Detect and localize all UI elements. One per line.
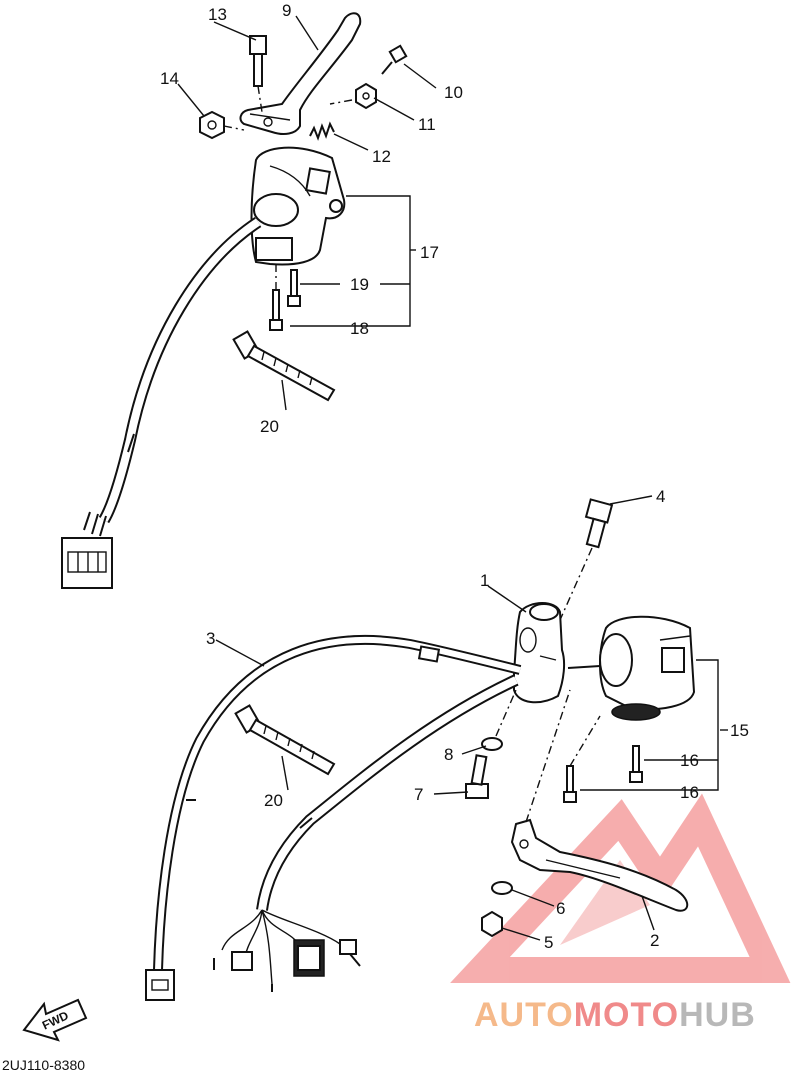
lever-part-9 [239, 12, 362, 135]
label-1: 1 [480, 571, 489, 590]
nut-part-14 [199, 110, 225, 140]
forward-arrow-icon [22, 998, 88, 1042]
label-10: 10 [444, 83, 463, 102]
bolt-part-13 [249, 35, 267, 87]
nut-part-11 [355, 82, 377, 110]
drawing-code: 2UJ110-8380 [2, 1057, 85, 1073]
label-18: 18 [350, 319, 369, 338]
screw-part-18 [269, 289, 283, 331]
right-switch-housing [567, 615, 696, 721]
screw-part-16-a [629, 745, 643, 783]
label-11: 11 [418, 115, 436, 134]
screw-part-19 [287, 269, 301, 307]
label-7: 7 [414, 785, 423, 804]
left-wire-harness [61, 216, 262, 589]
label-2: 2 [650, 931, 659, 950]
lever-part-2 [510, 818, 689, 912]
label-3: 3 [206, 629, 215, 648]
spring-part-12 [309, 121, 335, 141]
label-14: 14 [160, 69, 179, 88]
lever-holder-part-1 [513, 602, 566, 704]
label-6: 6 [556, 899, 565, 918]
label-19: 19 [350, 275, 369, 294]
label-20-lower: 20 [264, 791, 283, 810]
nut-part-5 [481, 910, 503, 938]
left-switch-housing [250, 146, 346, 266]
label-8: 8 [444, 745, 453, 764]
cable-tie-lower [234, 704, 336, 776]
label-17: 17 [420, 243, 439, 262]
label-5: 5 [544, 933, 553, 952]
right-wire-harness [213, 674, 519, 992]
label-12: 12 [372, 147, 391, 166]
label-4: 4 [656, 487, 665, 506]
label-9: 9 [282, 1, 291, 20]
label-16-a: 16 [680, 751, 699, 770]
washer-part-8 [481, 737, 503, 751]
label-20-upper: 20 [260, 417, 279, 436]
throttle-cable-part-3 [145, 634, 522, 1001]
label-16-b: 16 [680, 783, 699, 802]
label-15: 15 [730, 721, 749, 740]
cable-tie-upper [232, 330, 336, 402]
screw-part-16-b [563, 765, 577, 803]
oring-part-6 [491, 881, 513, 895]
watermark-brand: AUTOMOTOHUB [474, 996, 756, 1034]
bolt-part-7 [465, 754, 489, 799]
label-13: 13 [208, 5, 227, 24]
bolt-part-4 [584, 498, 614, 549]
screw-part-10 [381, 44, 408, 75]
